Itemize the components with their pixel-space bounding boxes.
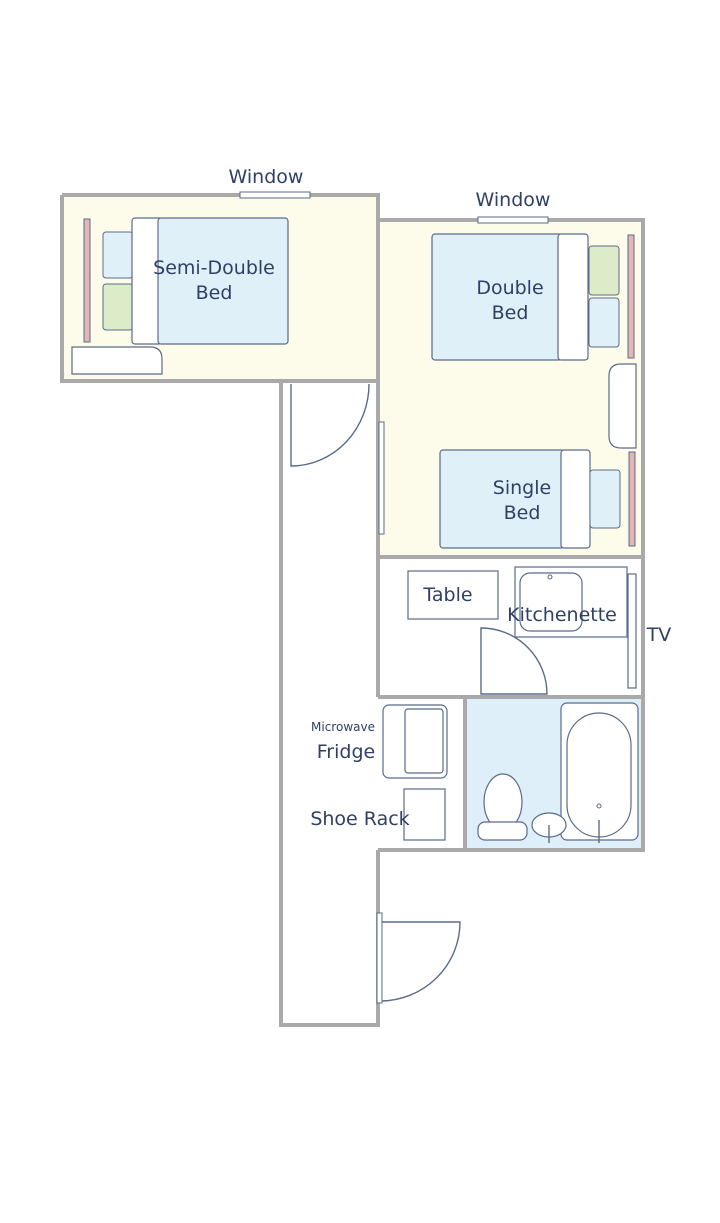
door-bathroom [480, 627, 548, 695]
semi-double-bed-label-2: Bed [196, 282, 233, 304]
fridge-label: Fridge [317, 741, 375, 763]
toilet [477, 773, 528, 841]
single-bed-label-1: Single [493, 477, 551, 499]
window-left [239, 191, 311, 199]
table [407, 570, 499, 620]
kitchenette-counter [514, 566, 628, 638]
double-bed-label-1: Double [476, 277, 543, 299]
microwave-label: Microwave [311, 720, 375, 734]
window-right-label: Window [476, 189, 551, 211]
nightstand [608, 363, 637, 449]
shoe-rack [403, 788, 446, 841]
sliding-door-main-room [378, 421, 385, 535]
semi-double-bed-label-1: Semi-Double [153, 257, 275, 279]
desk-semi-double-room [71, 346, 163, 375]
shoe-rack-label: Shoe Rack [310, 808, 409, 830]
kitchenette-label: Kitchenette [507, 604, 617, 626]
door-semi-double-room [290, 383, 370, 467]
table-label: Table [422, 584, 472, 606]
door-entrance [379, 921, 461, 1002]
single-bed [439, 449, 636, 549]
tv [627, 573, 637, 689]
bathtub [560, 702, 639, 843]
double-bed [431, 233, 635, 361]
fridge-microwave [382, 704, 448, 779]
entrance-door-frame [376, 912, 383, 1004]
washbasin [531, 812, 567, 843]
single-bed-label-2: Bed [504, 502, 541, 524]
window-left-label: Window [229, 166, 304, 188]
window-right [477, 216, 549, 224]
double-bed-label-2: Bed [492, 302, 529, 324]
semi-double-bed [83, 217, 289, 345]
tv-label: TV [646, 624, 672, 646]
